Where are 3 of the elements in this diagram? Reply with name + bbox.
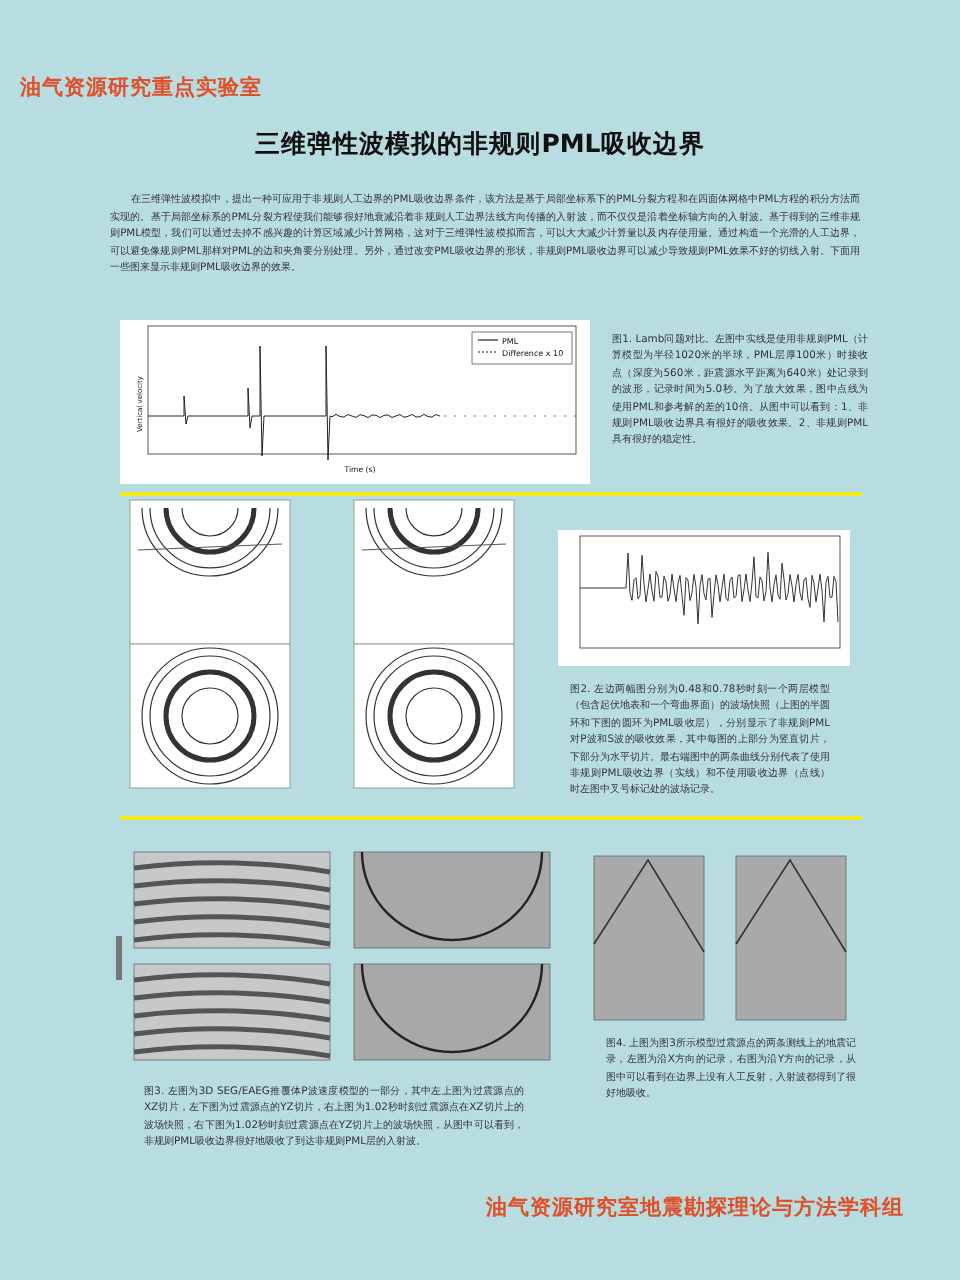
lab-name-header: 油气资源研究重点实验室 [20,74,262,102]
poster-title: 三维弹性波模拟的非规则PML吸收边界 [253,128,707,162]
group-name-footer: 油气资源研究室地震勘探理论与方法学科组 [486,1194,904,1222]
